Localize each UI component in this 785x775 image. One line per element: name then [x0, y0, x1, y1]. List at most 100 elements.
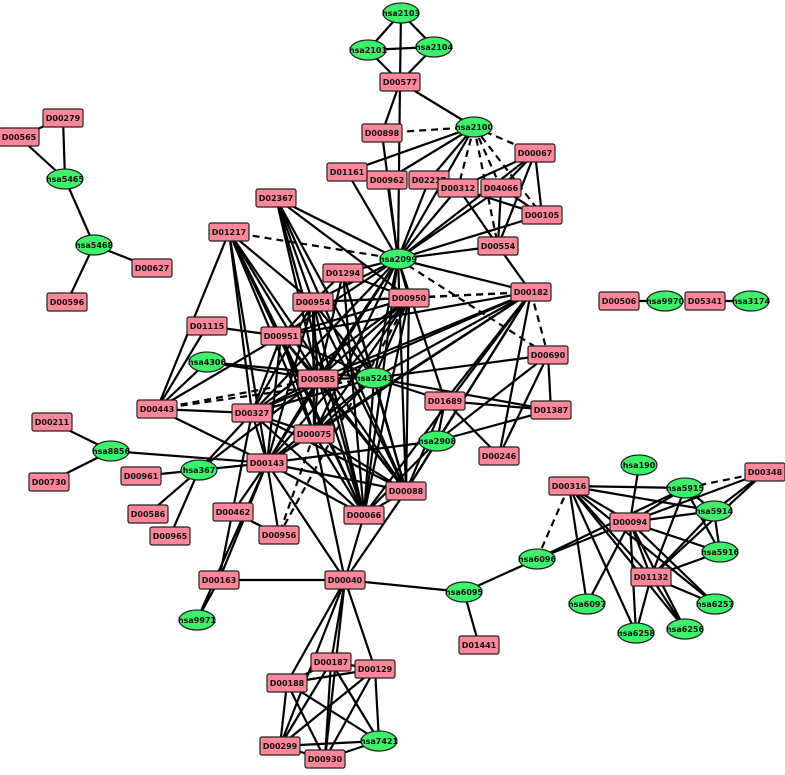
- node-label: D01387: [534, 406, 568, 415]
- node-D01294[interactable]: D01294: [322, 263, 364, 283]
- node-D00075[interactable]: D00075: [293, 424, 335, 444]
- node-D00187[interactable]: D00187: [310, 652, 352, 672]
- drug-box: [361, 123, 403, 143]
- node-D00930[interactable]: D00930: [304, 749, 346, 769]
- node-label: D01294: [326, 269, 361, 278]
- node-D01115[interactable]: D01115: [186, 316, 228, 336]
- node-D04066[interactable]: D04066: [480, 178, 522, 198]
- node-D00585[interactable]: D00585: [297, 369, 339, 389]
- gene-ellipse: [379, 248, 417, 270]
- node-D01132[interactable]: D01132: [630, 567, 672, 587]
- node-D00299[interactable]: D00299: [259, 736, 301, 756]
- node-hsa6096[interactable]: hsa6096: [518, 548, 557, 570]
- node-hsa367[interactable]: hsa367: [180, 459, 218, 481]
- node-D00066[interactable]: D00066: [343, 505, 385, 525]
- node-hsa5916[interactable]: hsa5916: [701, 541, 740, 563]
- node-hsa190[interactable]: hsa190: [620, 454, 658, 476]
- node-D02367[interactable]: D02367: [255, 188, 297, 208]
- node-hsa9970[interactable]: hsa9970: [646, 290, 685, 312]
- node-D00312[interactable]: D00312: [437, 178, 479, 198]
- node-D00554[interactable]: D00554: [477, 236, 519, 256]
- node-hsa2103[interactable]: hsa2103: [382, 2, 420, 24]
- gene-ellipse: [355, 367, 393, 389]
- drug-box: [514, 143, 556, 163]
- node-D00950[interactable]: D00950: [388, 288, 430, 308]
- node-hsa2100[interactable]: hsa2100: [455, 116, 494, 138]
- node-D00188[interactable]: D00188: [266, 673, 308, 693]
- node-label: hsa5241: [355, 374, 394, 383]
- node-hsa6097[interactable]: hsa6097: [568, 593, 606, 615]
- node-D00898[interactable]: D00898: [361, 123, 403, 143]
- node-D00690[interactable]: D00690: [527, 345, 569, 365]
- node-hsa5914[interactable]: hsa5914: [695, 500, 734, 522]
- gene-ellipse: [701, 541, 739, 563]
- edge-D00443-D00585: [156, 377, 319, 411]
- node-D00730[interactable]: D00730: [28, 472, 70, 492]
- edge-hsa2100-D00105: [473, 126, 543, 216]
- node-D00316[interactable]: D00316: [548, 476, 590, 496]
- edge-D04066-hsa2099: [397, 187, 502, 260]
- node-D00956[interactable]: D00956: [258, 525, 300, 545]
- node-D00088[interactable]: D00088: [385, 481, 427, 501]
- node-hsa2908[interactable]: hsa2908: [418, 430, 457, 452]
- node-D00040[interactable]: D00040: [324, 570, 366, 590]
- node-D00462[interactable]: D00462: [212, 502, 254, 522]
- edge-D00585-D00088: [317, 378, 407, 492]
- node-D00105[interactable]: D00105: [521, 205, 563, 225]
- node-label: hsa2100: [455, 123, 494, 132]
- node-D00094[interactable]: D00094: [609, 512, 651, 532]
- node-D00577[interactable]: D00577: [379, 72, 421, 92]
- node-hsa7421[interactable]: hsa7421: [360, 730, 399, 752]
- drug-box: [379, 72, 421, 92]
- node-hsa5241[interactable]: hsa5241: [355, 367, 394, 389]
- node-D00348[interactable]: D00348: [744, 462, 785, 482]
- node-D00586[interactable]: D00586: [127, 504, 169, 524]
- node-hsa2101[interactable]: hsa2101: [349, 39, 388, 61]
- node-D01217[interactable]: D01217: [208, 222, 250, 242]
- edge-D00950-D00585: [317, 297, 410, 380]
- node-D01387[interactable]: D01387: [530, 400, 572, 420]
- node-hsa6258[interactable]: hsa6258: [617, 622, 656, 644]
- node-D01161[interactable]: D01161: [326, 162, 368, 182]
- node-D00211[interactable]: D00211: [31, 412, 73, 432]
- drug-box: [480, 178, 522, 198]
- edge-D02367-hsa2099: [275, 197, 399, 260]
- node-hsa5468[interactable]: hsa5468: [75, 234, 114, 256]
- edge-D00188-hsa7421: [286, 682, 380, 742]
- node-hsa2099[interactable]: hsa2099: [379, 248, 418, 270]
- node-D01689[interactable]: D01689: [424, 391, 466, 411]
- node-D00565[interactable]: D00565: [0, 127, 40, 147]
- node-D00961[interactable]: D00961: [120, 466, 162, 486]
- node-hsa6257[interactable]: hsa6257: [696, 593, 734, 615]
- node-D00951[interactable]: D00951: [260, 326, 302, 346]
- node-hsa5465[interactable]: hsa5465: [46, 168, 85, 190]
- node-hsa6256[interactable]: hsa6256: [666, 618, 705, 640]
- node-D00965[interactable]: D00965: [149, 526, 191, 546]
- node-D00962[interactable]: D00962: [366, 170, 408, 190]
- node-hsa4306[interactable]: hsa4306: [188, 351, 227, 373]
- edge-D00316-hsa6256: [568, 485, 686, 630]
- node-hsa9971[interactable]: hsa9971: [178, 609, 217, 631]
- node-D00627[interactable]: D00627: [131, 258, 173, 278]
- node-hsa5915[interactable]: hsa5915: [666, 477, 705, 499]
- node-D00067[interactable]: D00067: [514, 143, 556, 163]
- node-D00246[interactable]: D00246: [478, 446, 520, 466]
- node-D00327[interactable]: D00327: [231, 403, 273, 423]
- node-D05341[interactable]: D05341: [684, 291, 726, 311]
- node-hsa6095[interactable]: hsa6095: [445, 581, 484, 603]
- drug-box: [354, 659, 396, 679]
- node-hsa8856[interactable]: hsa8856: [92, 440, 131, 462]
- node-D00129[interactable]: D00129: [354, 659, 396, 679]
- node-D00279[interactable]: D00279: [42, 108, 84, 128]
- node-D00954[interactable]: D00954: [292, 292, 334, 312]
- node-hsa2104[interactable]: hsa2104: [415, 36, 454, 58]
- node-D00596[interactable]: D00596: [46, 292, 88, 312]
- edge-D00182-hsa5241: [373, 291, 532, 379]
- node-D01441[interactable]: D01441: [458, 635, 500, 655]
- node-D00182[interactable]: D00182: [510, 282, 552, 302]
- node-hsa3174[interactable]: hsa3174: [732, 290, 771, 312]
- node-D00443[interactable]: D00443: [136, 399, 178, 419]
- node-D00163[interactable]: D00163: [198, 570, 240, 590]
- node-D00143[interactable]: D00143: [246, 453, 288, 473]
- node-D00506[interactable]: D00506: [598, 291, 640, 311]
